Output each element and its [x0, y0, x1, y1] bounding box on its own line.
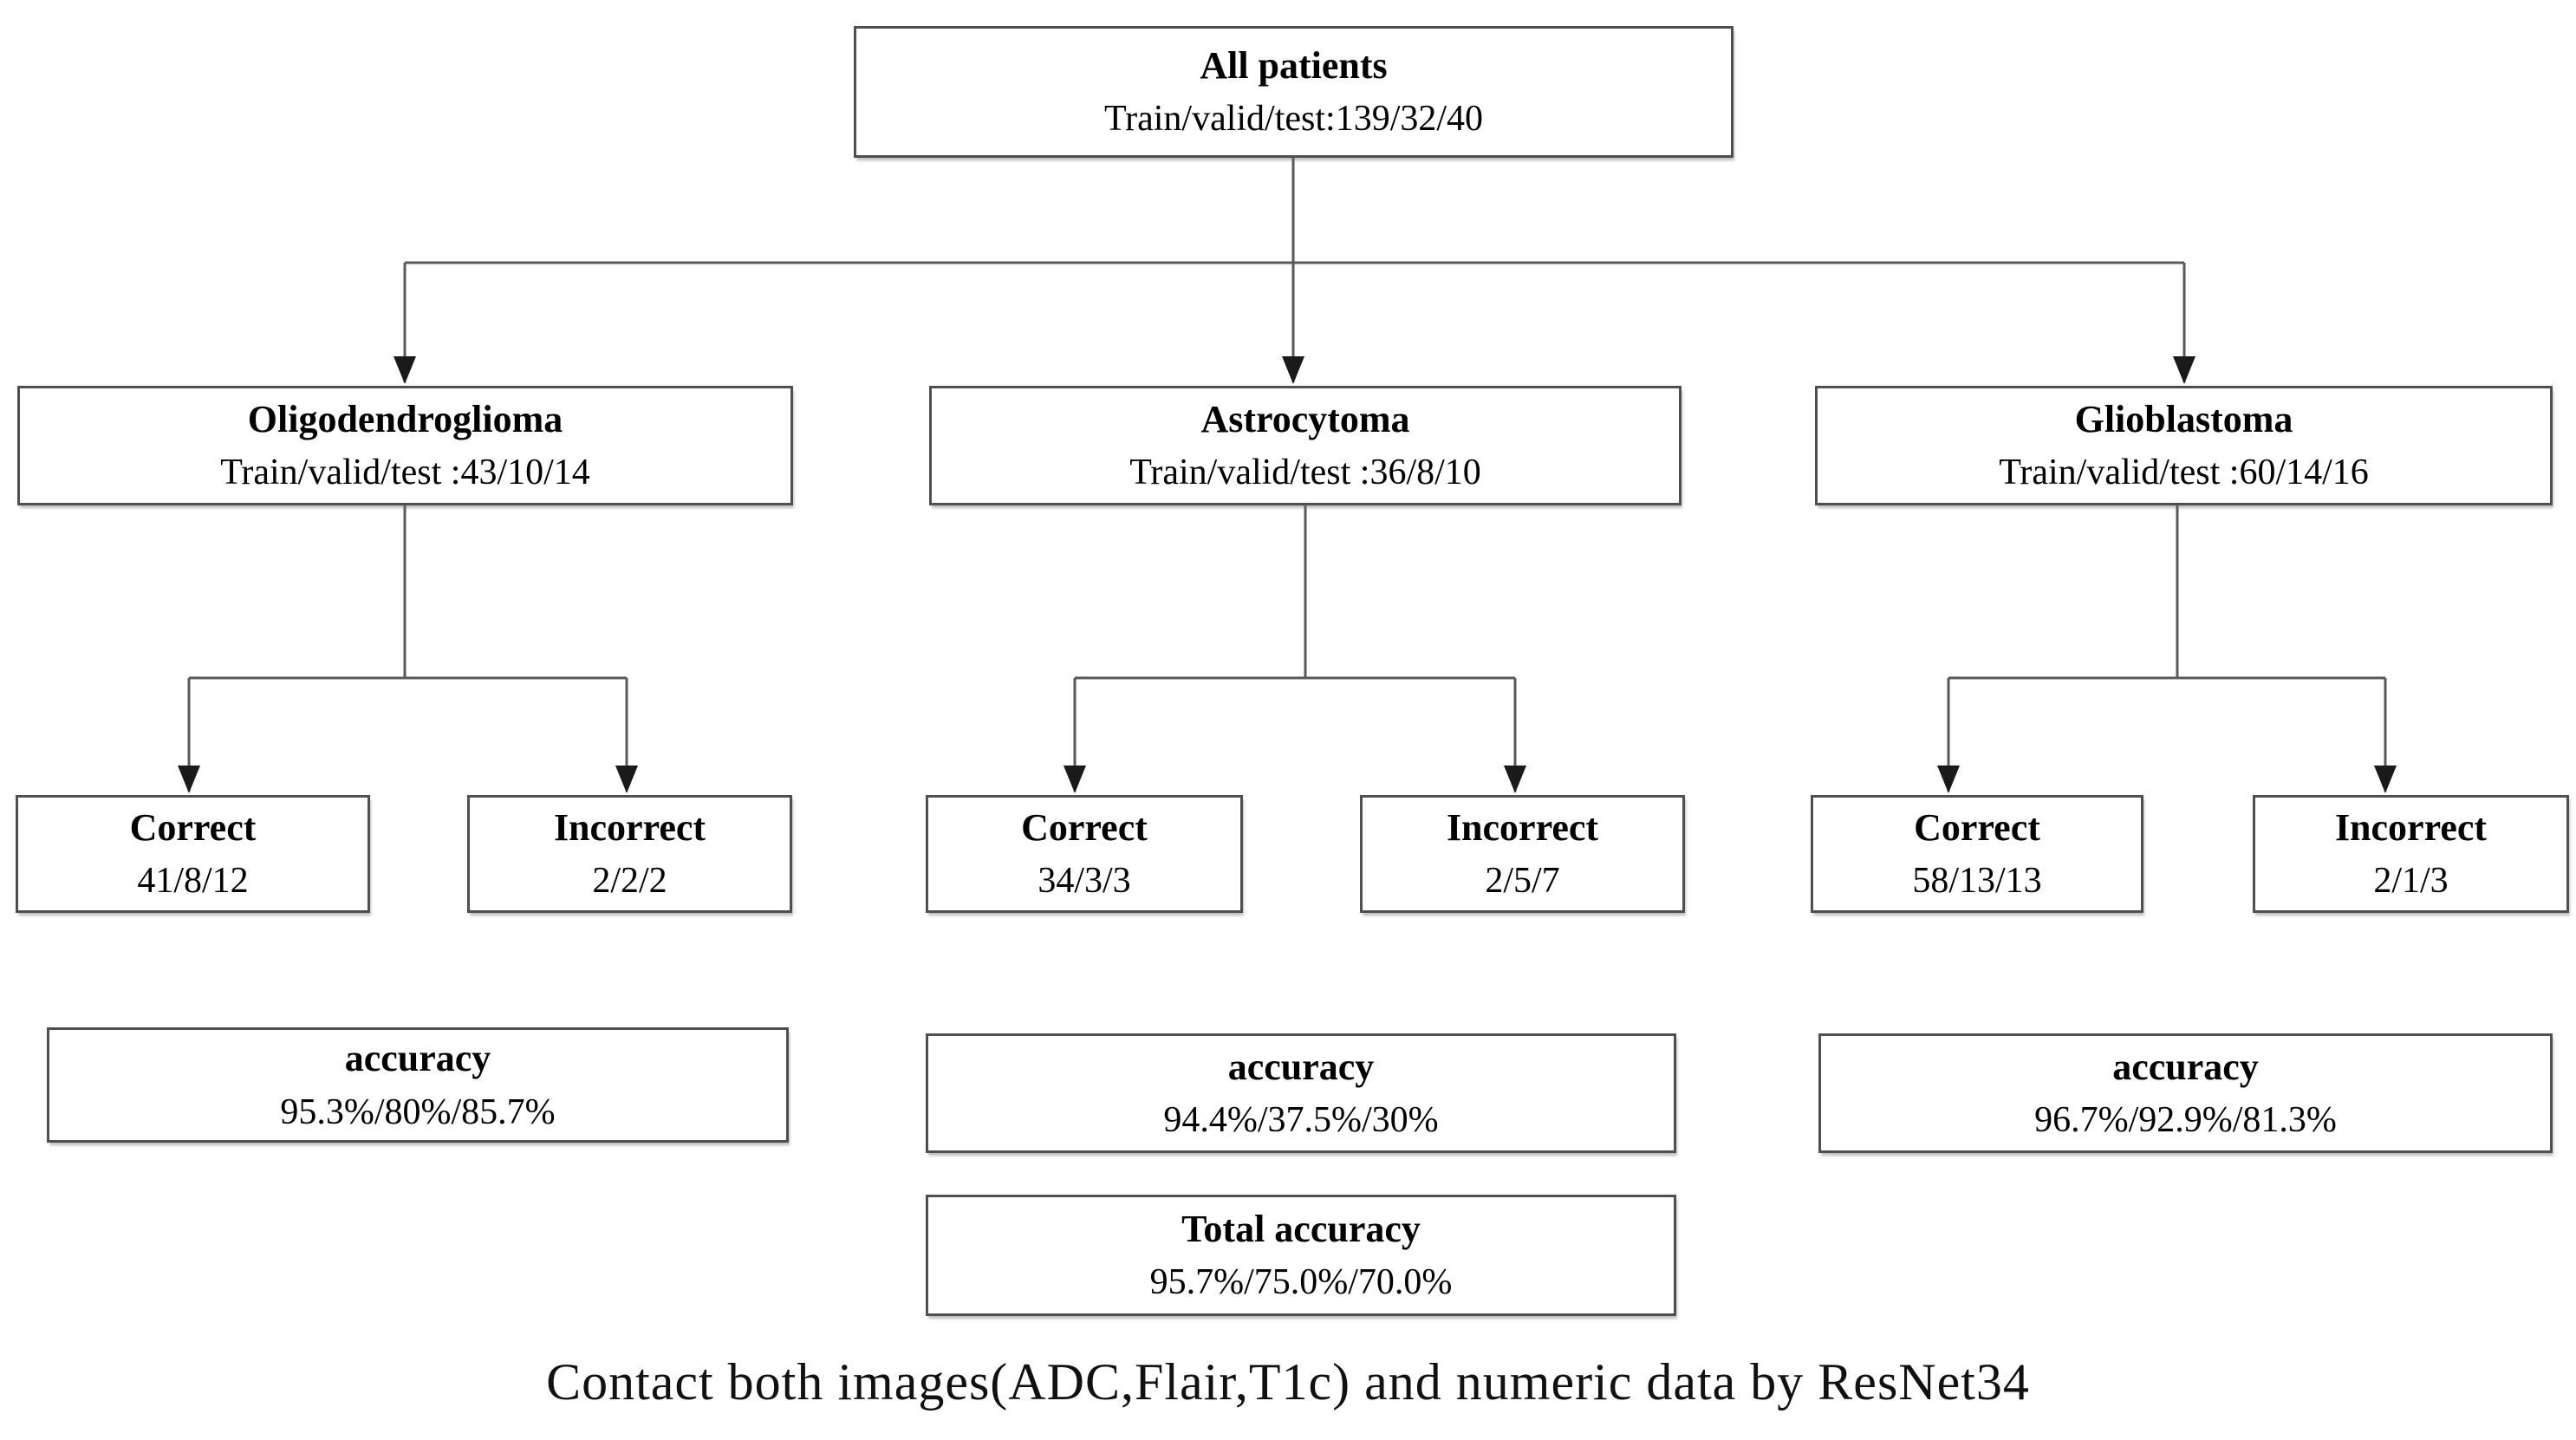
incorrect-values: 2/5/7 — [1485, 861, 1560, 902]
node-oligodendroglioma-accuracy: accuracy 95.3%/80%/85.7% — [47, 1027, 789, 1143]
node-astrocytoma-accuracy: accuracy 94.4%/37.5%/30% — [926, 1033, 1676, 1153]
arrow-down-icon — [1937, 766, 1960, 793]
node-astrocytoma-incorrect: Incorrect 2/5/7 — [1360, 795, 1685, 913]
incorrect-label: Incorrect — [1446, 805, 1599, 849]
node-all-patients-title: All patients — [1200, 43, 1388, 87]
correct-label: Correct — [1021, 805, 1148, 849]
node-glioblastoma-incorrect: Incorrect 2/1/3 — [2253, 795, 2569, 913]
incorrect-label: Incorrect — [553, 805, 706, 849]
node-glioblastoma-accuracy: accuracy 96.7%/92.9%/81.3% — [1818, 1033, 2553, 1153]
correct-label: Correct — [1914, 805, 2040, 849]
incorrect-values: 2/2/2 — [592, 861, 667, 902]
correct-values: 41/8/12 — [137, 861, 249, 902]
arrow-down-icon — [1282, 356, 1304, 384]
accuracy-label: accuracy — [2112, 1045, 2259, 1088]
arrow-down-icon — [178, 766, 200, 793]
arrow-down-icon — [615, 766, 638, 793]
accuracy-label: accuracy — [344, 1037, 491, 1080]
node-all-patients: All patients Train/valid/test:139/32/40 — [854, 26, 1734, 158]
incorrect-label: Incorrect — [2334, 805, 2488, 849]
node-astrocytoma: Astrocytoma Train/valid/test :36/8/10 — [929, 386, 1682, 505]
arrow-down-icon — [2173, 356, 2195, 384]
correct-values: 34/3/3 — [1038, 861, 1131, 902]
node-astrocytoma-title: Astrocytoma — [1200, 397, 1410, 440]
accuracy-values: 94.4%/37.5%/30% — [1163, 1100, 1439, 1141]
arrow-down-icon — [2374, 766, 2397, 793]
node-astrocytoma-correct: Correct 34/3/3 — [926, 795, 1243, 913]
correct-label: Correct — [129, 805, 257, 849]
total-accuracy-values: 95.7%/75.0%/70.0% — [1149, 1262, 1453, 1303]
node-glioblastoma: Glioblastoma Train/valid/test :60/14/16 — [1815, 386, 2553, 505]
node-glioblastoma-correct: Correct 58/13/13 — [1811, 795, 2143, 913]
total-accuracy-label: Total accuracy — [1181, 1207, 1421, 1250]
node-glioblastoma-split: Train/valid/test :60/14/16 — [1999, 453, 2369, 493]
arrow-down-icon — [394, 356, 416, 384]
node-oligodendroglioma-title: Oligodendroglioma — [247, 397, 563, 440]
node-all-patients-split: Train/valid/test:139/32/40 — [1103, 99, 1484, 140]
arrow-down-icon — [1064, 766, 1086, 793]
incorrect-values: 2/1/3 — [2373, 861, 2449, 902]
figure-caption: Contact both images(ADC,Flair,T1c) and n… — [546, 1353, 2030, 1411]
node-total-accuracy: Total accuracy 95.7%/75.0%/70.0% — [926, 1195, 1676, 1316]
node-astrocytoma-split: Train/valid/test :36/8/10 — [1129, 453, 1481, 493]
arrow-down-icon — [1504, 766, 1526, 793]
accuracy-label: accuracy — [1227, 1045, 1375, 1088]
node-oligodendroglioma-incorrect: Incorrect 2/2/2 — [467, 795, 792, 913]
accuracy-values: 95.3%/80%/85.7% — [280, 1091, 556, 1132]
node-oligodendroglioma-correct: Correct 41/8/12 — [16, 795, 370, 913]
node-glioblastoma-title: Glioblastoma — [2074, 397, 2293, 440]
node-oligodendroglioma: Oligodendroglioma Train/valid/test :43/1… — [17, 386, 793, 505]
node-oligodendroglioma-split: Train/valid/test :43/10/14 — [220, 453, 590, 493]
correct-values: 58/13/13 — [1912, 861, 2042, 902]
accuracy-values: 96.7%/92.9%/81.3% — [2034, 1100, 2337, 1141]
